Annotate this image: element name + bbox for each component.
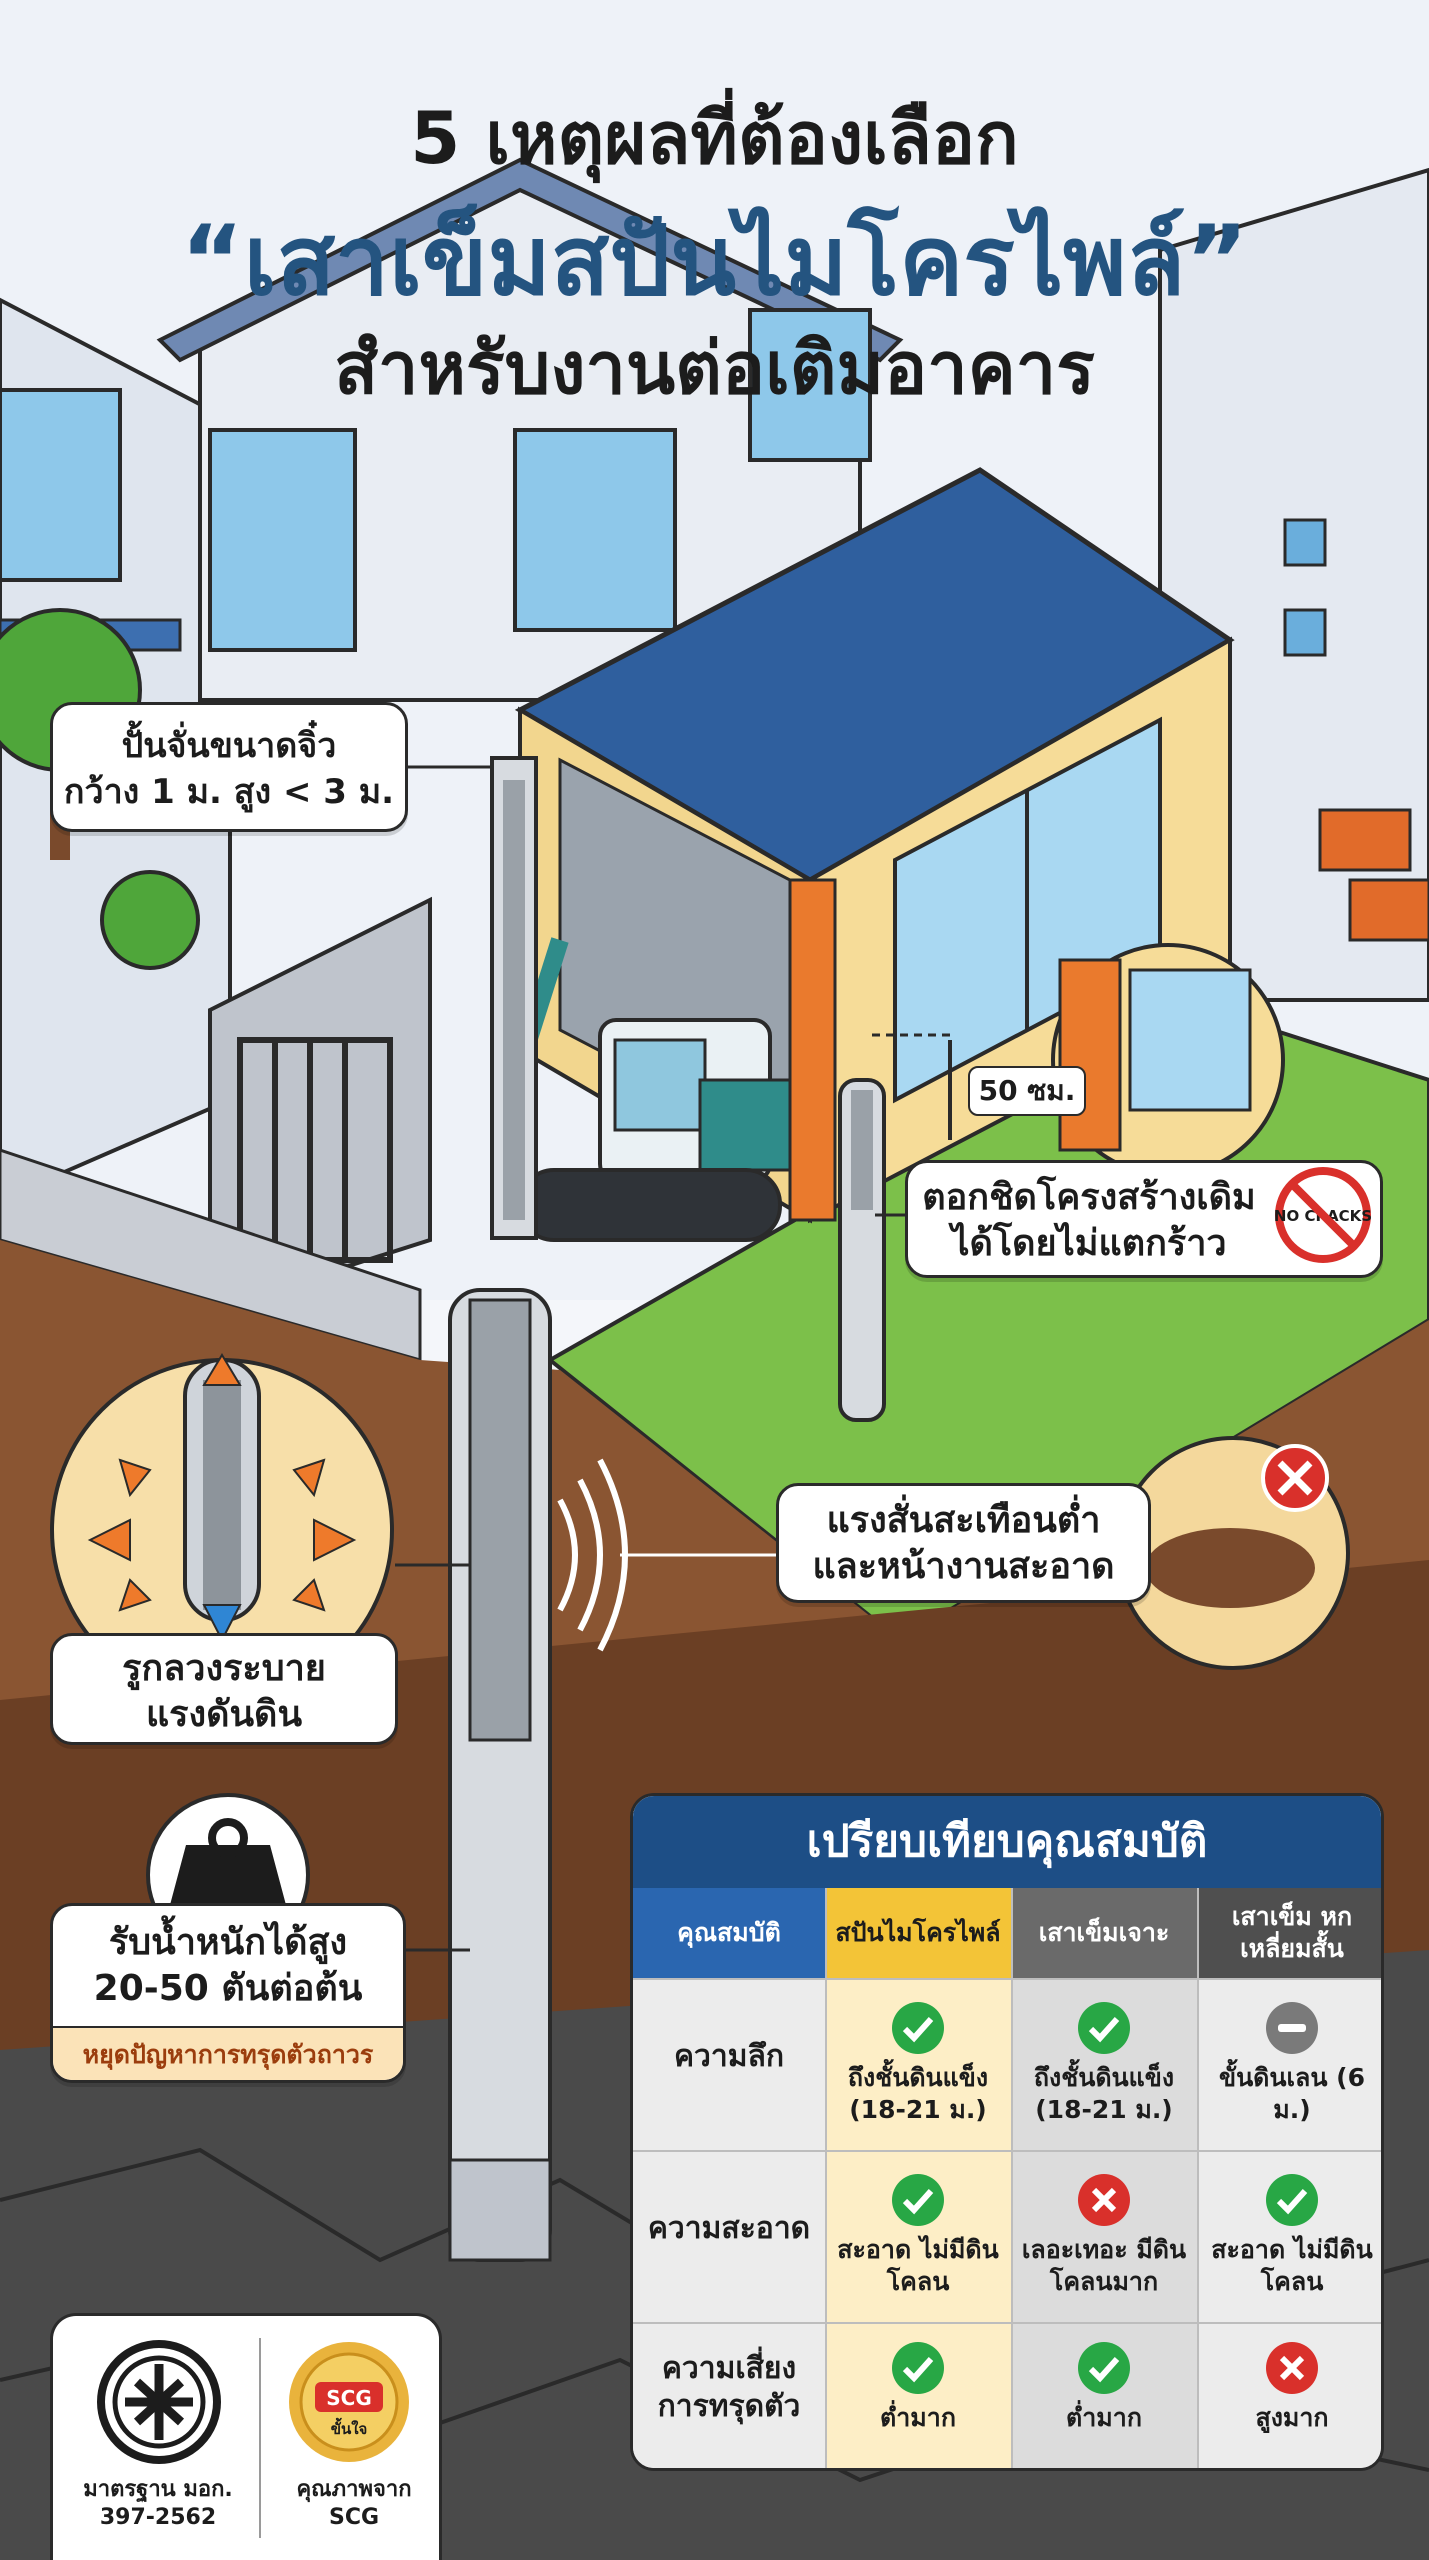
table-divider — [825, 1888, 827, 2468]
cell-bored-depth: ถึงชั้นดินแข็ง (18-21 ม.) — [1011, 2000, 1197, 2126]
title-line-2: “เสาเข็มสปันไมโครไพล์” — [180, 205, 1249, 317]
check-icon — [892, 2174, 944, 2226]
cell-hex-risk: สูงมาก — [1197, 2340, 1381, 2434]
callout-hollow-core: รูกลวงระบาย แรงดันดิน — [50, 1633, 398, 1745]
callout-mini-rig-line2: กว้าง 1 ม. สูง < 3 ม. — [63, 772, 395, 812]
title-line-3: สำหรับงานต่อเติมอาคาร — [334, 326, 1095, 410]
cell-spun-cleanliness: สะอาด ไม่มีดินโคลน — [825, 2172, 1011, 2298]
row-label-settlement-risk: ความเสี่ยง การทรุดตัว — [657, 2351, 801, 2424]
no-cracks-icon: NO CRACKS — [1274, 1167, 1372, 1263]
callout-hollow-core-line2: แรงดันดิน — [145, 1694, 303, 1735]
cell-text: ต่ำมาก — [880, 2403, 956, 2432]
check-icon — [892, 2002, 944, 2054]
callout-load-capacity: รับน้ำหนักได้สูง 20-50 ตันต่อต้น หยุดปัญ… — [50, 1903, 406, 2083]
tis-standard-logo-icon — [97, 2340, 221, 2464]
callout-load-capacity-fix: หยุดปัญหาการทรุดตัวถาวร — [53, 2026, 403, 2080]
cell-text: ต่ำมาก — [1066, 2403, 1142, 2432]
column-property: คุณสมบัติ ความลึก ความสะอาด ความเสี่ยง ก… — [633, 1888, 825, 2468]
check-icon — [1078, 2002, 1130, 2054]
scg-quality-badge-icon: SCG ขั้นใจ — [289, 2342, 409, 2462]
cell-text: ขั้นดินเลน (6 ม.) — [1219, 2063, 1365, 2124]
check-icon — [892, 2342, 944, 2394]
cell-text: สูงมาก — [1255, 2403, 1329, 2432]
comparison-title: เปรียบเทียบคุณสมบัติ — [633, 1796, 1381, 1888]
callout-close-to-structure-line2: ได้โดยไม่แตกร้าว — [951, 1223, 1227, 1264]
table-divider — [633, 2322, 1381, 2324]
cell-text: สะอาด ไม่มีดินโคลน — [837, 2235, 999, 2296]
header-property: คุณสมบัติ — [633, 1888, 825, 1978]
row-label-cleanliness: ความสะอาด — [647, 2211, 811, 2246]
table-divider — [1197, 1888, 1199, 2468]
check-icon — [1266, 2174, 1318, 2226]
column-hexagonal-pile: เสาเข็ม หกเหลี่ยมสั้น ขั้นดินเลน (6 ม.) … — [1197, 1888, 1381, 2468]
cert-separator — [259, 2338, 261, 2538]
comparison-table: เปรียบเทียบคุณสมบัติ คุณสมบัติ ความลึก ค… — [630, 1793, 1384, 2471]
table-divider — [1011, 1888, 1013, 2468]
check-icon — [1078, 2342, 1130, 2394]
cell-text: สะอาด ไม่มีดินโคลน — [1211, 2235, 1373, 2296]
tis-standard-label: มาตรฐาน มอก. 397-2562 — [83, 2477, 233, 2530]
header-hexagonal-pile: เสาเข็ม หกเหลี่ยมสั้น — [1197, 1888, 1381, 1978]
table-divider — [633, 2150, 1381, 2152]
cell-hex-depth: ขั้นดินเลน (6 ม.) — [1197, 2000, 1381, 2126]
row-label-depth: ความลึก — [673, 2039, 785, 2074]
cell-bored-risk: ต่ำมาก — [1011, 2340, 1197, 2434]
column-bored-pile: เสาเข็มเจาะ ถึงชั้นดินแข็ง (18-21 ม.) เล… — [1011, 1888, 1197, 2468]
callout-load-capacity-line1: รับน้ำหนักได้สูง — [108, 1922, 348, 1963]
callout-mini-rig: ปั้นจั่นขนาดจิ๋ว กว้าง 1 ม. สูง < 3 ม. — [50, 702, 408, 832]
cell-spun-depth: ถึงชั้นดินแข็ง (18-21 ม.) — [825, 2000, 1011, 2126]
callout-close-to-structure-line1: ตอกชิดโครงสร้างเดิม — [922, 1177, 1256, 1218]
scg-quality-label: คุณภาพจาก SCG — [296, 2477, 412, 2530]
scg-badge-sub: ขั้นใจ — [331, 2417, 368, 2438]
cell-hex-cleanliness: สะอาด ไม่มีดินโคลน — [1197, 2172, 1381, 2298]
callout-mini-rig-line1: ปั้นจั่นขนาดจิ๋ว — [121, 726, 337, 766]
callout-low-vibration: แรงสั่นสะเทือนต่ำ และหน้างานสะอาด — [776, 1483, 1151, 1603]
callout-low-vibration-line2: และหน้างานสะอาด — [812, 1546, 1115, 1587]
certification-panel: SCG ขั้นใจ มาตรฐาน มอก. 397-2562 คุณภาพจ… — [50, 2313, 442, 2560]
callout-hollow-core-line1: รูกลวงระบาย — [122, 1648, 326, 1689]
cell-text: ถึงชั้นดินแข็ง (18-21 ม.) — [847, 2063, 989, 2124]
scg-badge-text: SCG — [326, 2386, 372, 2410]
header-spun-micropile: สปันไมโครไพล์ — [825, 1888, 1011, 1978]
header-bored-pile: เสาเข็มเจาะ — [1011, 1888, 1197, 1978]
column-spun-micropile: สปันไมโครไพล์ ถึงชั้นดินแข็ง (18-21 ม.) … — [825, 1888, 1011, 2468]
distance-label: 50 ซม. — [968, 1066, 1086, 1116]
cross-icon — [1266, 2342, 1318, 2394]
table-divider — [633, 1978, 1381, 1980]
cell-bored-cleanliness: เลอะเทอะ มีดินโคลนมาก — [1011, 2172, 1197, 2298]
title-line-1: 5 เหตุผลที่ต้องเลือก — [410, 96, 1019, 180]
callout-load-capacity-line2: 20-50 ตันต่อต้น — [93, 1968, 363, 2009]
neutral-icon — [1266, 2002, 1318, 2054]
cross-icon — [1078, 2174, 1130, 2226]
callout-low-vibration-line1: แรงสั่นสะเทือนต่ำ — [826, 1500, 1101, 1541]
cell-text: เลอะเทอะ มีดินโคลนมาก — [1021, 2235, 1187, 2296]
cell-spun-risk: ต่ำมาก — [825, 2340, 1011, 2434]
cell-text: ถึงชั้นดินแข็ง (18-21 ม.) — [1033, 2063, 1175, 2124]
